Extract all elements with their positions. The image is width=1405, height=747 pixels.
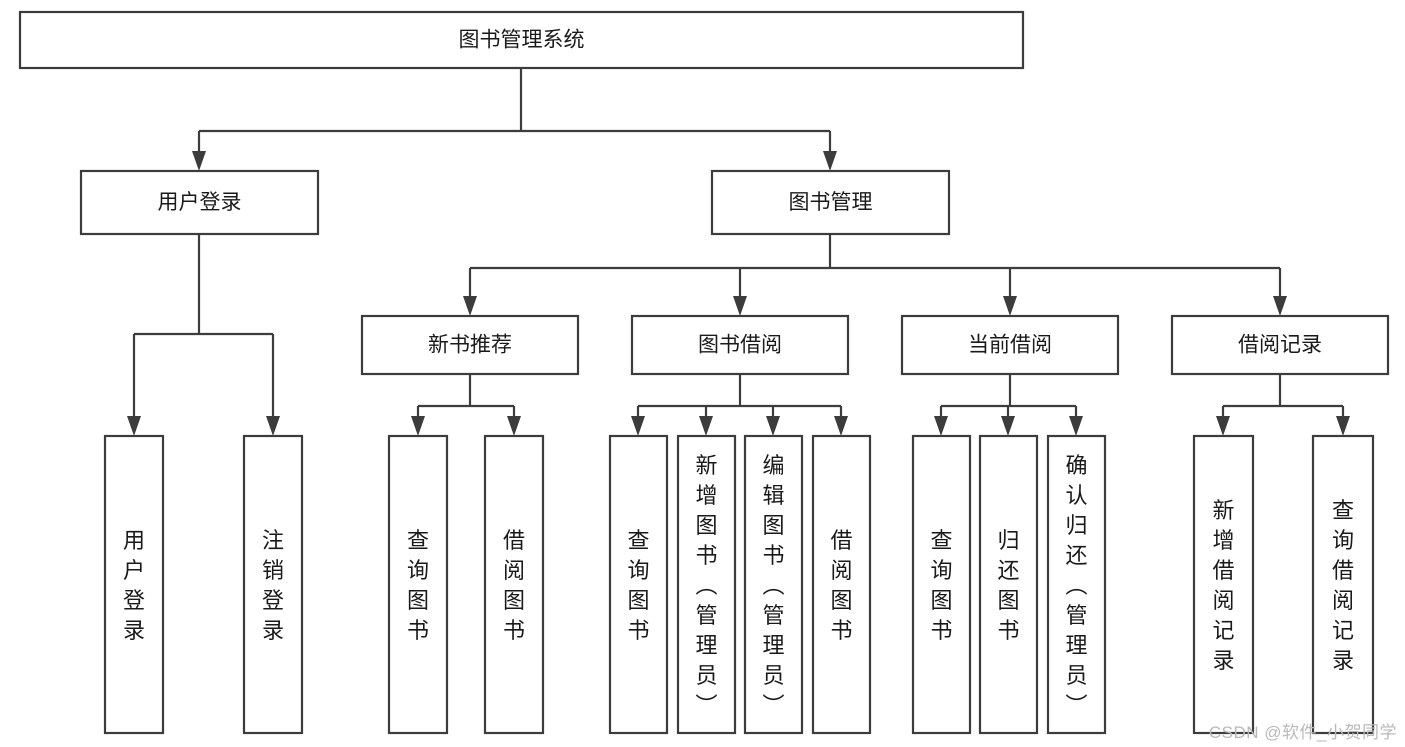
connector-userlogin-to-leaves xyxy=(127,234,280,436)
connector-layer xyxy=(127,68,1350,436)
arrow-head-icon xyxy=(733,296,747,316)
node-label-book-manage: 图书管理 xyxy=(789,191,873,214)
arrow-head-icon xyxy=(266,416,280,436)
node-box-book-borrow xyxy=(630,314,850,376)
node-label-leaf-confirm-return-admin: 确认归还︵管理员︶ xyxy=(1065,453,1087,718)
node-box-leaf-return-book xyxy=(978,434,1039,735)
node-box-leaf-add-borrow-record xyxy=(1192,434,1255,735)
node-box-current-borrow xyxy=(900,314,1120,376)
node-book-manage[interactable]: 图书管理 xyxy=(710,169,951,236)
node-box-leaf-borrow-book-2 xyxy=(811,434,872,735)
connector-currentborrow-to-leaves xyxy=(934,374,1083,436)
node-label-user-login: 用户登录 xyxy=(158,191,242,214)
node-user-login[interactable]: 用户登录 xyxy=(79,169,320,236)
connector-borrowrecord-to-leaves xyxy=(1216,374,1350,436)
node-book-borrow[interactable]: 图书借阅 xyxy=(630,314,850,376)
node-current-borrow[interactable]: 当前借阅 xyxy=(900,314,1120,376)
node-leaf-query-borrow-record[interactable]: 查询借阅记录 xyxy=(1311,434,1375,735)
node-box-new-book-recommend xyxy=(360,314,580,376)
node-label-borrow-record: 借阅记录 xyxy=(1238,334,1322,357)
node-box-leaf-logout-login xyxy=(242,434,304,735)
node-label-leaf-add-book-admin: 新增图书︵管理员︶ xyxy=(695,453,717,718)
node-box-leaf-query-borrow-record xyxy=(1311,434,1375,735)
node-leaf-return-book[interactable]: 归还图书 xyxy=(978,434,1039,735)
node-label-leaf-borrow-book-1: 借阅图书 xyxy=(503,528,525,643)
node-label-leaf-return-book: 归还图书 xyxy=(997,528,1019,643)
arrow-head-icon xyxy=(1003,296,1017,316)
node-box-leaf-query-book-1 xyxy=(387,434,449,735)
arrow-head-icon xyxy=(463,296,477,316)
node-box-leaf-confirm-return-admin xyxy=(1046,434,1107,735)
node-leaf-add-borrow-record[interactable]: 新增借阅记录 xyxy=(1192,434,1255,735)
arrow-head-icon xyxy=(631,416,645,436)
arrow-head-icon xyxy=(1273,296,1287,316)
node-box-leaf-add-book-admin xyxy=(676,434,737,735)
arrow-head-icon xyxy=(127,416,141,436)
node-label-leaf-query-book-3: 查询图书 xyxy=(930,528,952,643)
arrow-head-icon xyxy=(1336,416,1350,436)
node-leaf-query-book-3[interactable]: 查询图书 xyxy=(911,434,972,735)
node-leaf-query-book-2[interactable]: 查询图书 xyxy=(608,434,669,735)
node-label-book-borrow: 图书借阅 xyxy=(698,334,782,357)
arrow-head-icon xyxy=(1069,416,1083,436)
node-label-root: 图书管理系统 xyxy=(459,29,585,52)
node-borrow-record[interactable]: 借阅记录 xyxy=(1170,314,1390,376)
connector-newbook-to-leaves xyxy=(411,374,521,436)
node-box-leaf-borrow-book-1 xyxy=(483,434,545,735)
arrow-head-icon xyxy=(1216,416,1230,436)
connector-bookmanage-to-level3 xyxy=(463,234,1287,316)
node-layer: 图书管理系统用户登录图书管理新书推荐图书借阅当前借阅借阅记录用户登录注销登录查询… xyxy=(18,10,1390,735)
node-label-leaf-user-login: 用户登录 xyxy=(123,528,145,643)
node-new-book-recommend[interactable]: 新书推荐 xyxy=(360,314,580,376)
connector-bookborrow-to-leaves xyxy=(631,374,848,436)
node-leaf-user-login[interactable]: 用户登录 xyxy=(103,434,165,735)
arrow-head-icon xyxy=(192,151,206,171)
node-box-borrow-record xyxy=(1170,314,1390,376)
node-label-leaf-logout-login: 注销登录 xyxy=(262,528,284,643)
node-label-leaf-query-book-2: 查询图书 xyxy=(627,528,649,643)
csdn-watermark: CSDN @软件_小贺同学 xyxy=(1208,723,1397,742)
node-leaf-query-book-1[interactable]: 查询图书 xyxy=(387,434,449,735)
node-box-leaf-query-book-2 xyxy=(608,434,669,735)
node-box-leaf-user-login xyxy=(103,434,165,735)
node-box-root xyxy=(18,10,1025,70)
node-leaf-add-book-admin[interactable]: 新增图书︵管理员︶ xyxy=(676,434,737,735)
node-leaf-edit-book-admin[interactable]: 编辑图书︵管理员︶ xyxy=(743,434,804,735)
node-box-user-login xyxy=(79,169,320,236)
arrow-head-icon xyxy=(934,416,948,436)
arrow-head-icon xyxy=(507,416,521,436)
node-leaf-confirm-return-admin[interactable]: 确认归还︵管理员︶ xyxy=(1046,434,1107,735)
node-box-leaf-edit-book-admin xyxy=(743,434,804,735)
arrow-head-icon xyxy=(823,151,837,171)
arrow-head-icon xyxy=(411,416,425,436)
node-label-current-borrow: 当前借阅 xyxy=(968,334,1052,357)
node-label-leaf-query-book-1: 查询图书 xyxy=(407,528,429,643)
arrow-head-icon xyxy=(699,416,713,436)
node-label-new-book-recommend: 新书推荐 xyxy=(428,334,512,357)
arrow-head-icon xyxy=(834,416,848,436)
node-leaf-logout-login[interactable]: 注销登录 xyxy=(242,434,304,735)
arrow-head-icon xyxy=(766,416,780,436)
node-label-leaf-borrow-book-2: 借阅图书 xyxy=(830,528,852,643)
node-box-book-manage xyxy=(710,169,951,236)
node-root[interactable]: 图书管理系统 xyxy=(18,10,1025,70)
arrow-head-icon xyxy=(1001,416,1015,436)
node-label-leaf-query-borrow-record: 查询借阅记录 xyxy=(1332,498,1354,673)
node-leaf-borrow-book-2[interactable]: 借阅图书 xyxy=(811,434,872,735)
node-leaf-borrow-book-1[interactable]: 借阅图书 xyxy=(483,434,545,735)
node-box-leaf-query-book-3 xyxy=(911,434,972,735)
connector-root-to-level2 xyxy=(192,68,837,171)
node-label-leaf-edit-book-admin: 编辑图书︵管理员︶ xyxy=(762,453,784,718)
node-label-leaf-add-borrow-record: 新增借阅记录 xyxy=(1212,498,1234,673)
